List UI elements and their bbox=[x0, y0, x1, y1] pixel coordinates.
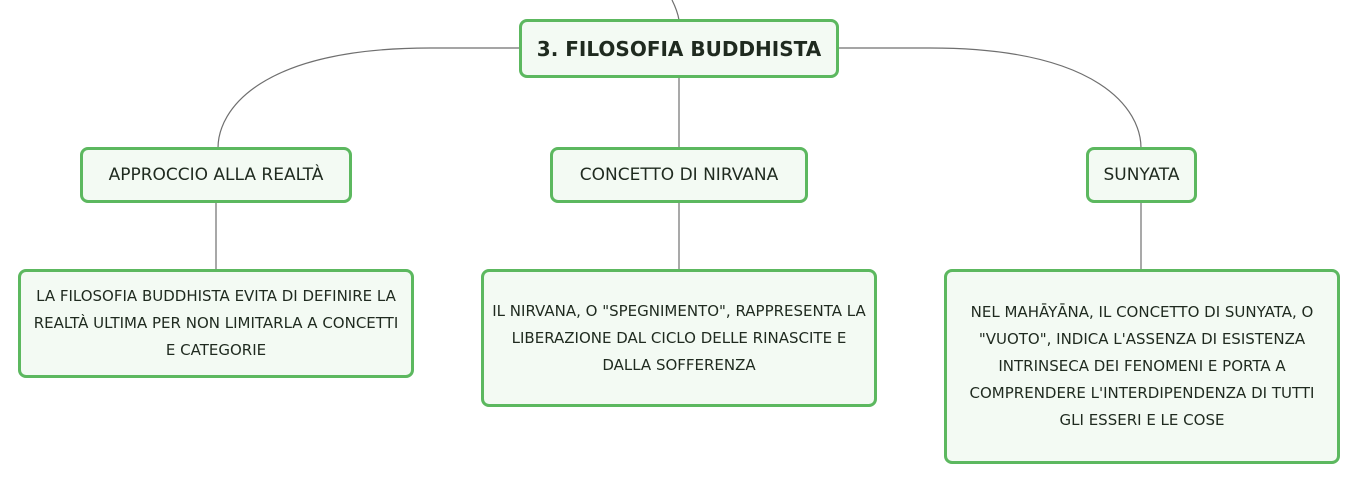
branch-node-nirvana[interactable]: CONCETTO DI NIRVANA bbox=[550, 147, 808, 203]
detail-text: IL NIRVANA, O "SPEGNIMENTO", RAPPRESENTA… bbox=[492, 301, 866, 374]
detail-node-nirvana[interactable]: IL NIRVANA, O "SPEGNIMENTO", RAPPRESENTA… bbox=[481, 269, 877, 407]
root-node-label: 3. FILOSOFIA BUDDHISTA bbox=[536, 36, 822, 61]
root-node[interactable]: 3. FILOSOFIA BUDDHISTA bbox=[519, 19, 839, 78]
branch-node-sunyata[interactable]: SUNYATA bbox=[1086, 147, 1197, 203]
connector-root-to-approccio bbox=[217, 47, 520, 149]
detail-text: NEL MAHĀYĀNA, IL CONCETTO DI SUNYATA, O … bbox=[969, 303, 1315, 429]
detail-text: LA FILOSOFIA BUDDHISTA EVITA DI DEFINIRE… bbox=[33, 287, 399, 359]
detail-node-sunyata[interactable]: NEL MAHĀYĀNA, IL CONCETTO DI SUNYATA, O … bbox=[944, 269, 1340, 464]
branch-node-label: CONCETTO DI NIRVANA bbox=[579, 165, 779, 185]
detail-node-approccio[interactable]: LA FILOSOFIA BUDDHISTA EVITA DI DEFINIRE… bbox=[18, 269, 414, 378]
connector-root-to-sunyata bbox=[838, 47, 1142, 149]
branch-node-label: APPROCCIO ALLA REALTÀ bbox=[108, 165, 324, 185]
branch-node-label: SUNYATA bbox=[1103, 165, 1180, 185]
incoming-connector bbox=[671, 0, 680, 21]
branch-node-approccio[interactable]: APPROCCIO ALLA REALTÀ bbox=[80, 147, 352, 203]
